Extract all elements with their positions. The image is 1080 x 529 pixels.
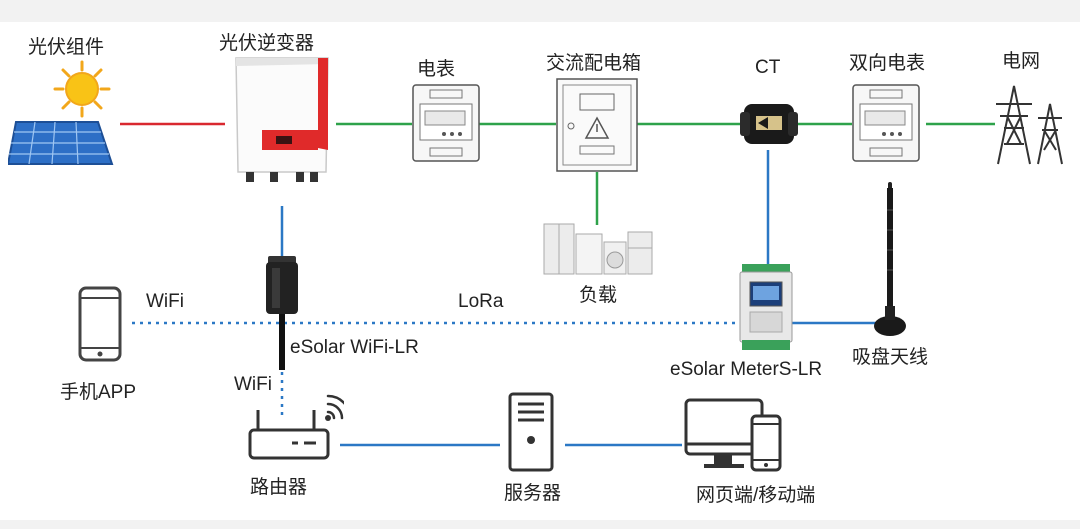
grid-label: 电网 [1002,51,1041,72]
bidirectional-meter-icon [852,84,920,162]
ct-label: CT [755,57,781,78]
grid-tower-icon [990,84,1070,166]
lora-label: LoRa [458,291,504,312]
router-label: 路由器 [250,477,308,498]
phone-app-icon [78,286,122,362]
ac-box-icon [556,78,638,173]
meter-icon [412,84,480,162]
bidirectional-meter-label: 双向电表 [849,53,926,74]
router-icon [244,382,352,468]
load-label: 负载 [579,285,618,306]
suction-antenna-icon [872,180,908,340]
inverter-label: 光伏逆变器 [219,33,315,54]
esolar-meter-label: eSolar MeterS-LR [670,359,823,380]
server-icon [508,392,554,472]
web-mobile-icon [684,398,784,474]
inverter-icon [226,54,338,190]
load-appliances-icon [542,222,654,276]
phone-app-label: 手机APP [60,382,137,403]
server-label: 服务器 [504,483,562,504]
web-mobile-label: 网页端/移动端 [696,485,816,506]
esolar-meter-device-icon [734,262,798,352]
esolar-wifi-label: eSolar WiFi-LR [290,337,419,358]
wifi-bottom-label: WiFi [234,374,272,395]
pv-module-icon [6,58,120,168]
ct-icon [738,98,800,150]
ac-box-label: 交流配电箱 [546,53,642,74]
meter-label: 电表 [417,59,456,80]
esolar-wifi-dongle-icon [262,252,302,376]
wifi-top-label: WiFi [146,291,184,312]
pv-module-label: 光伏组件 [28,37,105,58]
antenna-label: 吸盘天线 [852,347,929,368]
